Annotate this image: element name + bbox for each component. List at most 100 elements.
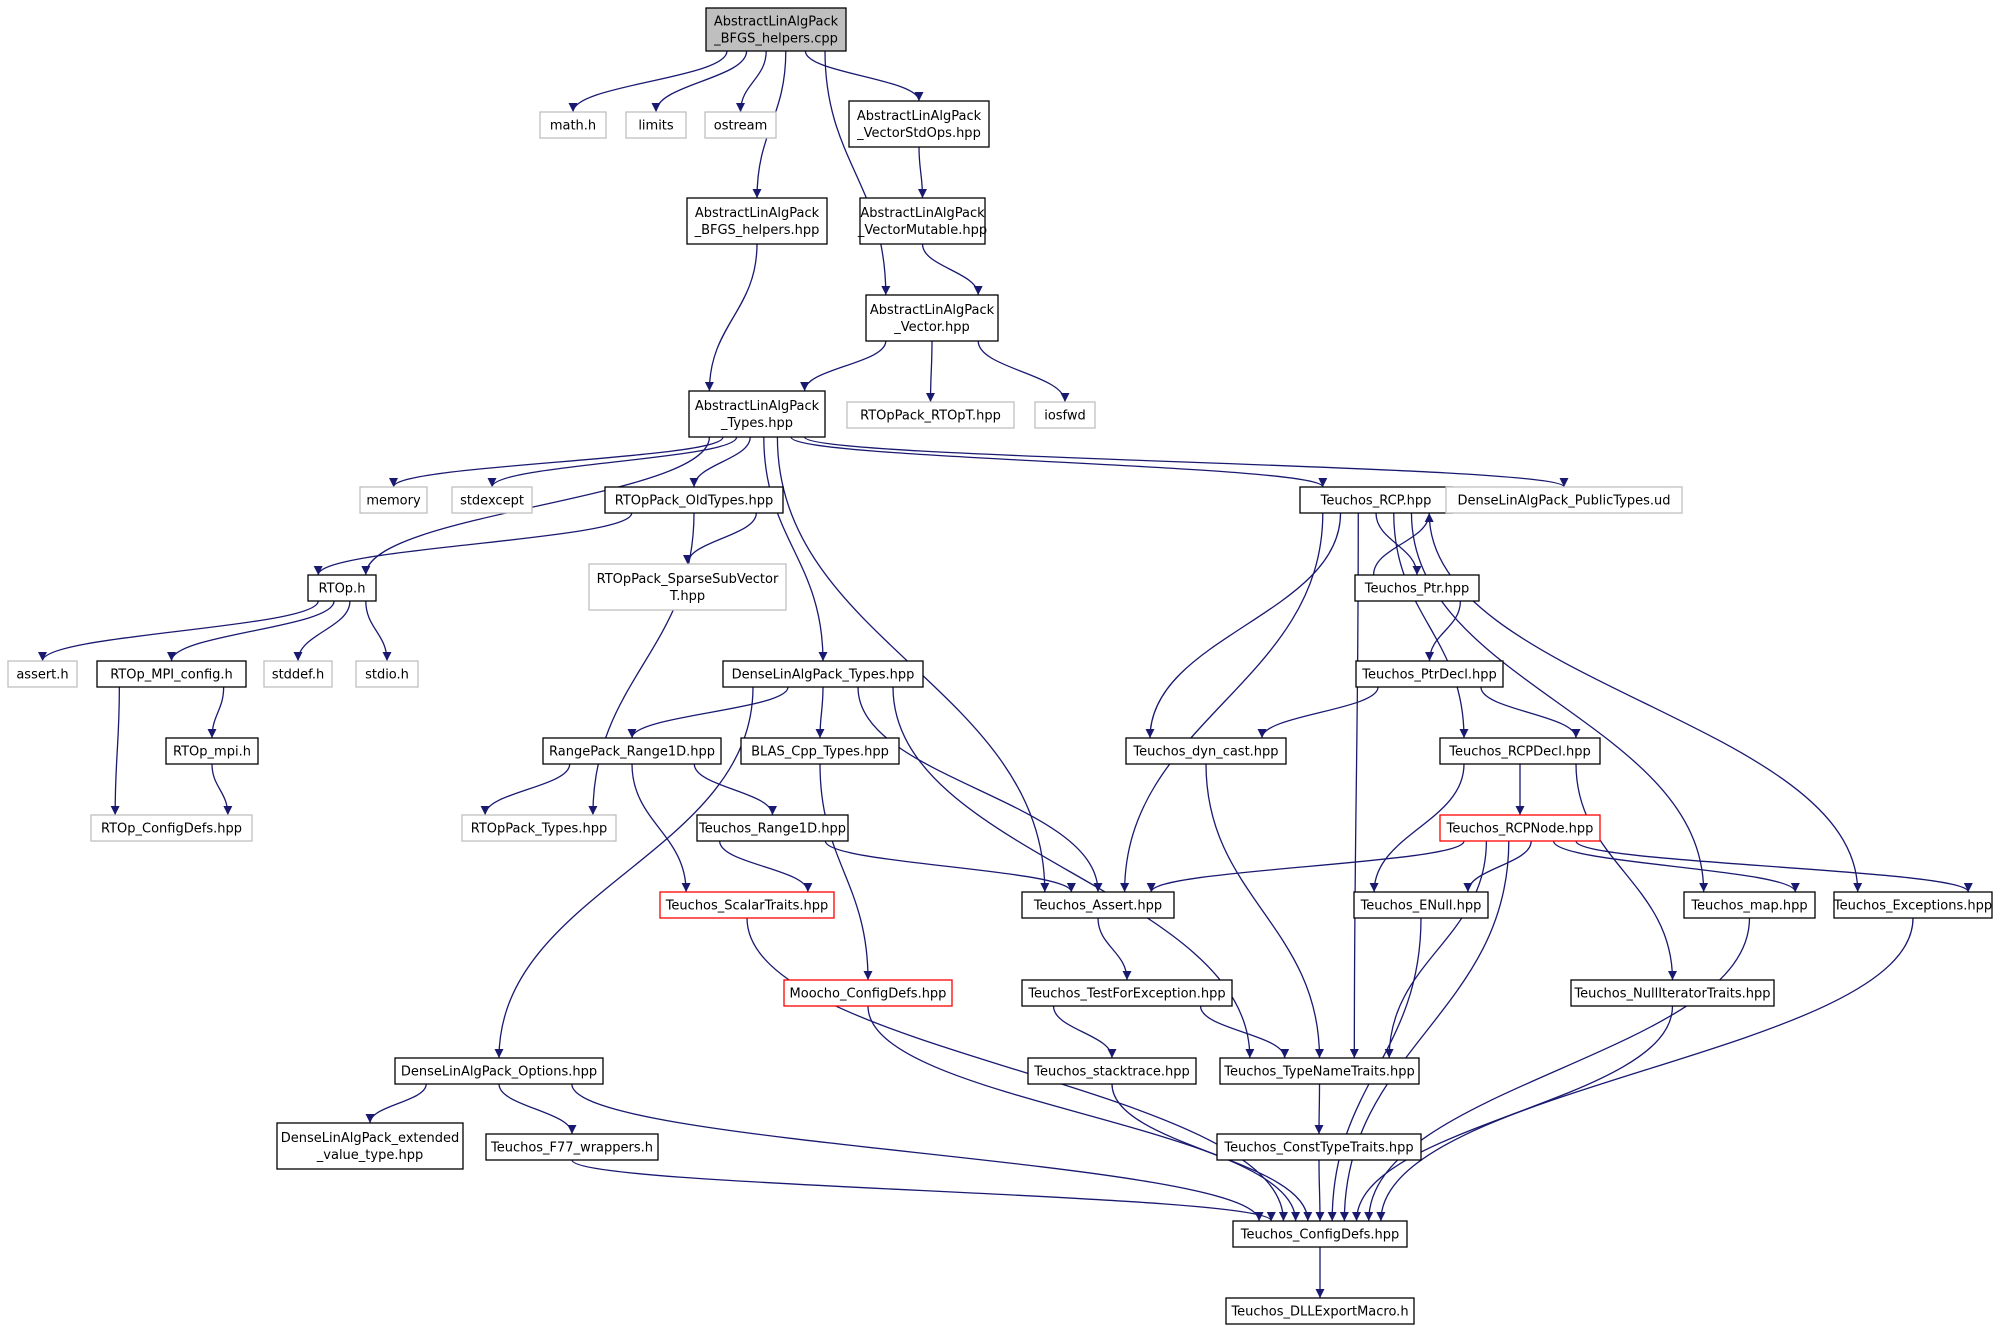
node-label: Teuchos_DLLExportMacro.h	[1230, 1305, 1408, 1320]
node-tfe[interactable]: Teuchos_TestForException.hpp	[1021, 979, 1233, 1007]
edge-root-to-math_h	[568, 50, 728, 113]
node-box	[1125, 737, 1287, 765]
node-f77[interactable]: Teuchos_F77_wrappers.h	[485, 1133, 659, 1161]
node-rtopt: RTOpPack_RTOpT.hpp	[846, 401, 1015, 429]
node-dltypes[interactable]: DenseLinAlgPack_Types.hpp	[722, 660, 924, 688]
node-blas[interactable]: BLAS_Cpp_Types.hpp	[740, 737, 900, 765]
node-box	[1299, 486, 1453, 514]
node-vec[interactable]: AbstractLinAlgPack_Vector.hpp	[865, 294, 999, 342]
node-rtoptypes: RTOpPack_Types.hpp	[461, 814, 617, 842]
node-trange[interactable]: Teuchos_Range1D.hpp	[696, 814, 849, 842]
edge-vm-to-vec	[921, 243, 983, 296]
node-scalar[interactable]: Teuchos_ScalarTraits.hpp	[659, 891, 835, 919]
node-label: _VectorMutable.hpp	[857, 223, 987, 238]
node-rtop_h[interactable]: RTOp.h	[307, 574, 377, 602]
edge-bfgs_hpp-to-types	[704, 243, 758, 392]
node-label: DenseLinAlgPack_Options.hpp	[401, 1065, 597, 1080]
edge-dltypes-to-blas	[815, 686, 825, 739]
node-label: Teuchos_RCP.hpp	[1320, 494, 1432, 509]
node-oldtypes[interactable]: RTOpPack_OldTypes.hpp	[604, 486, 784, 514]
node-box	[1445, 486, 1683, 514]
edge-range1d-to-scalar	[631, 763, 691, 893]
node-label: AbstractLinAlgPack	[695, 206, 820, 221]
node-vso[interactable]: AbstractLinAlgPack_VectorStdOps.hpp	[848, 100, 990, 148]
node-label: stddef.h	[272, 668, 324, 683]
edge-root-to-limits	[651, 50, 748, 113]
node-label: RTOp_MPI_config.h	[110, 668, 233, 683]
node-box	[1232, 1220, 1408, 1248]
node-box	[704, 111, 777, 139]
node-ctt[interactable]: Teuchos_ConstTypeTraits.hpp	[1216, 1133, 1422, 1161]
node-label: ostream	[714, 119, 768, 134]
node-rcpdecl[interactable]: Teuchos_RCPDecl.hpp	[1439, 737, 1601, 765]
node-ostream: ostream	[704, 111, 777, 139]
node-dyncast[interactable]: Teuchos_dyn_cast.hpp	[1125, 737, 1287, 765]
node-box	[1439, 737, 1601, 765]
node-box	[588, 563, 787, 611]
node-label: Teuchos_TypeNameTraits.hpp	[1223, 1065, 1415, 1080]
node-range1d[interactable]: RangePack_Range1D.hpp	[542, 737, 722, 765]
edge-mpiconf-to-cfgdefs	[110, 686, 120, 816]
node-mpiconf[interactable]: RTOp_MPI_config.h	[96, 660, 247, 688]
node-label: math.h	[550, 119, 596, 134]
node-label: Teuchos_map.hpp	[1690, 899, 1807, 914]
node-bfgs_hpp[interactable]: AbstractLinAlgPack_BFGS_helpers.hpp	[686, 197, 828, 245]
node-label: RTOpPack_Types.hpp	[471, 822, 607, 837]
node-tassert[interactable]: Teuchos_Assert.hpp	[1021, 891, 1175, 919]
node-box	[539, 111, 607, 139]
node-ptr[interactable]: Teuchos_Ptr.hpp	[1354, 574, 1480, 602]
node-vm[interactable]: AbstractLinAlgPack _VectorMutable.hpp	[857, 197, 987, 245]
node-dlext[interactable]: DenseLinAlgPack_extended_value_type.hpp	[276, 1122, 464, 1170]
node-label: Teuchos_NullIteratorTraits.hpp	[1573, 987, 1770, 1002]
node-box	[451, 486, 533, 514]
node-label: AbstractLinAlgPack	[860, 206, 985, 221]
node-label: BLAS_Cpp_Types.hpp	[751, 745, 889, 760]
node-mpi_h[interactable]: RTOp_mpi.h	[165, 737, 259, 765]
node-texc[interactable]: Teuchos_Exceptions.hpp	[1833, 891, 1993, 919]
edge-ctt-to-tcfg	[1315, 1159, 1325, 1222]
node-nullit[interactable]: Teuchos_NullIteratorTraits.hpp	[1570, 979, 1775, 1007]
edge-vso-to-vm	[917, 146, 927, 199]
node-dll[interactable]: Teuchos_DLLExportMacro.h	[1225, 1297, 1415, 1325]
node-label: _Vector.hpp	[893, 320, 970, 335]
edge-types-to-dlapt	[803, 436, 1569, 488]
edge-dltypes-to-tassert	[857, 686, 1103, 893]
node-enull[interactable]: Teuchos_ENull.hpp	[1353, 891, 1489, 919]
node-label: Teuchos_ENull.hpp	[1360, 899, 1482, 914]
edge-rcpnode-to-tmap	[1552, 840, 1800, 893]
edge-types-to-rcp	[790, 436, 1328, 488]
node-dlopt[interactable]: DenseLinAlgPack_Options.hpp	[394, 1057, 604, 1085]
node-rcp[interactable]: Teuchos_RCP.hpp	[1299, 486, 1453, 514]
node-tmap[interactable]: Teuchos_map.hpp	[1683, 891, 1816, 919]
node-tnt[interactable]: Teuchos_TypeNameTraits.hpp	[1219, 1057, 1420, 1085]
node-stack[interactable]: Teuchos_stacktrace.hpp	[1027, 1057, 1197, 1085]
node-label: _VectorStdOps.hpp	[856, 126, 981, 141]
node-box	[1216, 1133, 1422, 1161]
edge-rcpnode-to-texc	[1575, 840, 1973, 893]
edge-vec-to-iosfwd	[977, 340, 1070, 403]
node-moocho[interactable]: Moocho_ConfigDefs.hpp	[783, 979, 953, 1007]
edge-dltypes-to-dlopt	[494, 686, 754, 1059]
node-label: RTOpPack_RTOpT.hpp	[860, 409, 1001, 424]
node-ptrdecl[interactable]: Teuchos_PtrDecl.hpp	[1355, 660, 1504, 688]
node-tcfg[interactable]: Teuchos_ConfigDefs.hpp	[1232, 1220, 1408, 1248]
node-label: Teuchos_ConfigDefs.hpp	[1240, 1228, 1400, 1243]
edge-f77-to-tcfg	[571, 1159, 1276, 1222]
node-label: RTOp_ConfigDefs.hpp	[101, 822, 242, 837]
node-box	[96, 660, 247, 688]
node-box	[659, 891, 835, 919]
node-box	[461, 814, 617, 842]
node-box	[359, 486, 428, 514]
node-root[interactable]: AbstractLinAlgPack_BFGS_helpers.cpp	[705, 7, 847, 52]
edge-dltypes-to-range1d	[627, 686, 789, 739]
node-cfgdefs: RTOp_ConfigDefs.hpp	[90, 814, 253, 842]
node-label: RTOpPack_SparseSubVector	[597, 572, 779, 587]
node-rcpnode[interactable]: Teuchos_RCPNode.hpp	[1439, 814, 1601, 842]
node-label: _value_type.hpp	[316, 1148, 423, 1163]
node-iosfwd: iosfwd	[1034, 401, 1096, 429]
node-label: RTOp_mpi.h	[173, 745, 251, 760]
node-box	[696, 814, 849, 842]
node-types[interactable]: AbstractLinAlgPack_Types.hpp	[688, 390, 826, 438]
